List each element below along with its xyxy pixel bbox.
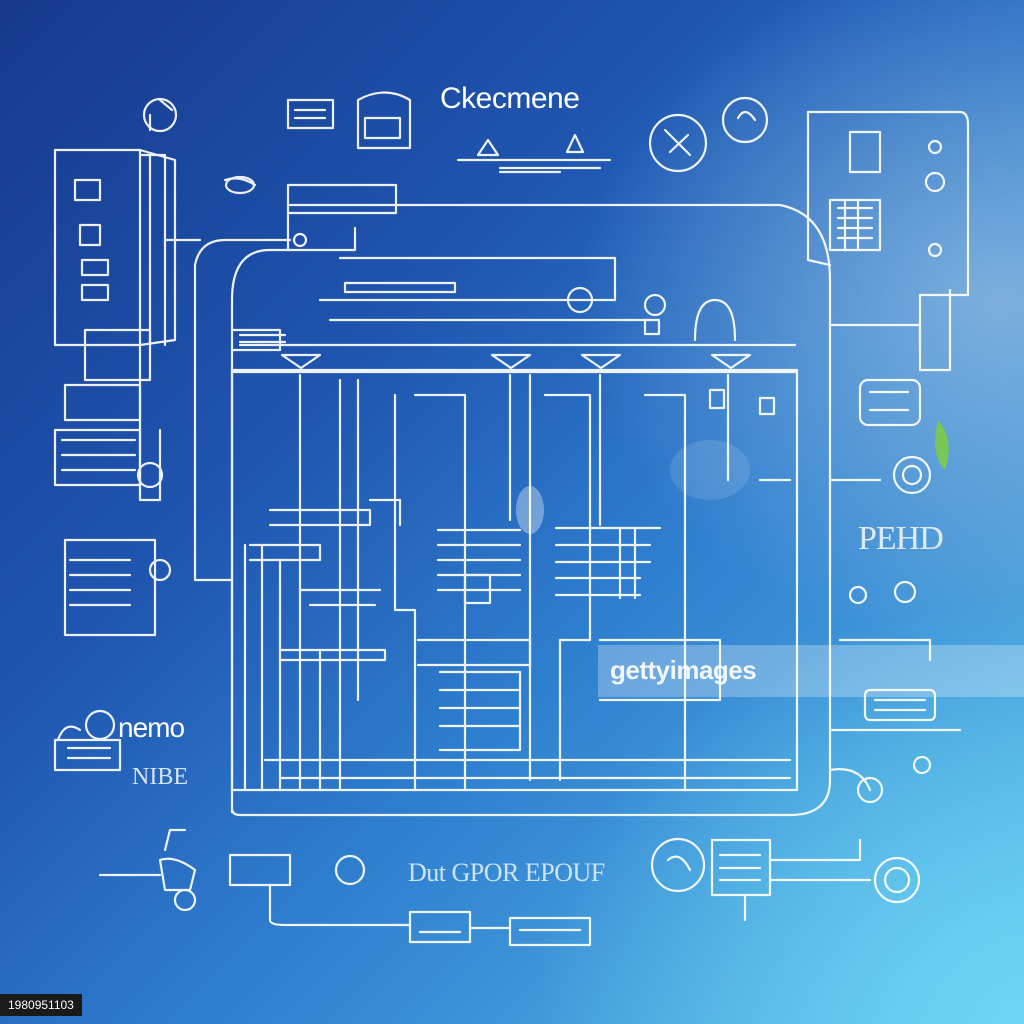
- triangle-marker-3: [580, 353, 622, 370]
- bottom-connector-box: [408, 910, 472, 944]
- left-label: nemo: [118, 712, 185, 743]
- top-box: [286, 183, 398, 215]
- right-label: PEHD: [858, 520, 944, 557]
- green-leaf-accent: [935, 420, 949, 470]
- bottom-label: Dut GPOR EPOUF: [408, 858, 605, 887]
- right-panel: [806, 110, 970, 352]
- compass-icon-circle: [648, 113, 708, 173]
- left-small-label: NIBE: [132, 764, 188, 790]
- watermark-text: gettyimages: [610, 655, 757, 685]
- title-text: Ckecmene: [440, 82, 580, 115]
- triangle-marker-2: [490, 353, 532, 370]
- image-id-label: 1980951103: [0, 994, 82, 1016]
- main-frame: [230, 203, 832, 817]
- top-left-circle: [142, 97, 178, 133]
- triangle-marker-1: [280, 353, 322, 370]
- inner-frame: [230, 368, 799, 792]
- triangle-marker-4: [710, 353, 752, 370]
- watermark-band: [598, 645, 1024, 697]
